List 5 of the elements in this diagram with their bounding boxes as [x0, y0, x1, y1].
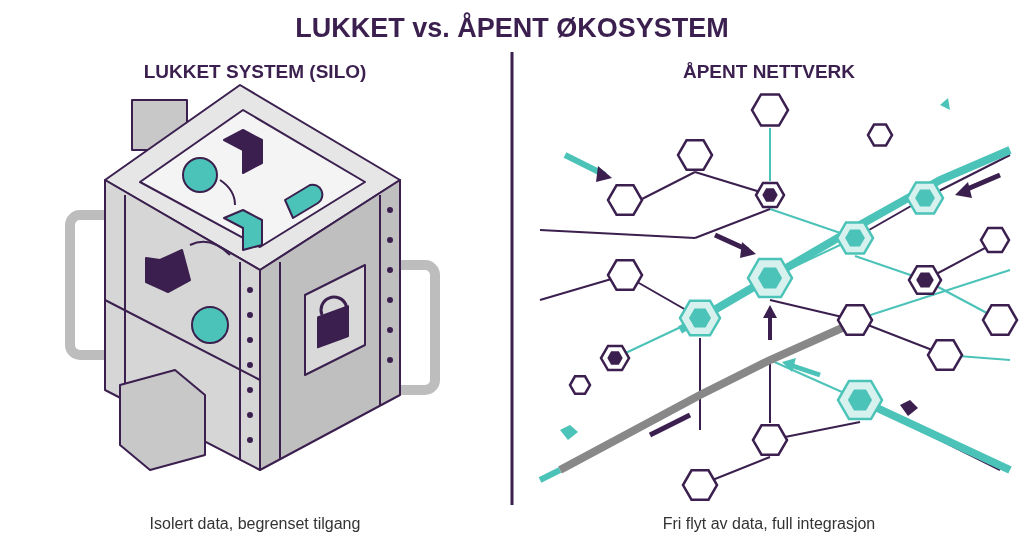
panel-heading: ÅPENT NETTVERK	[681, 60, 857, 84]
panel-caption: Isolert data, begrenset tilgang	[148, 514, 362, 534]
diagram-title: LUKKET vs. ÅPENT ØKOSYSTEM	[294, 11, 730, 45]
panel-heading: LUKKET SYSTEM (SILO)	[142, 60, 368, 84]
panel-caption: Fri flyt av data, full integrasjon	[661, 514, 877, 534]
